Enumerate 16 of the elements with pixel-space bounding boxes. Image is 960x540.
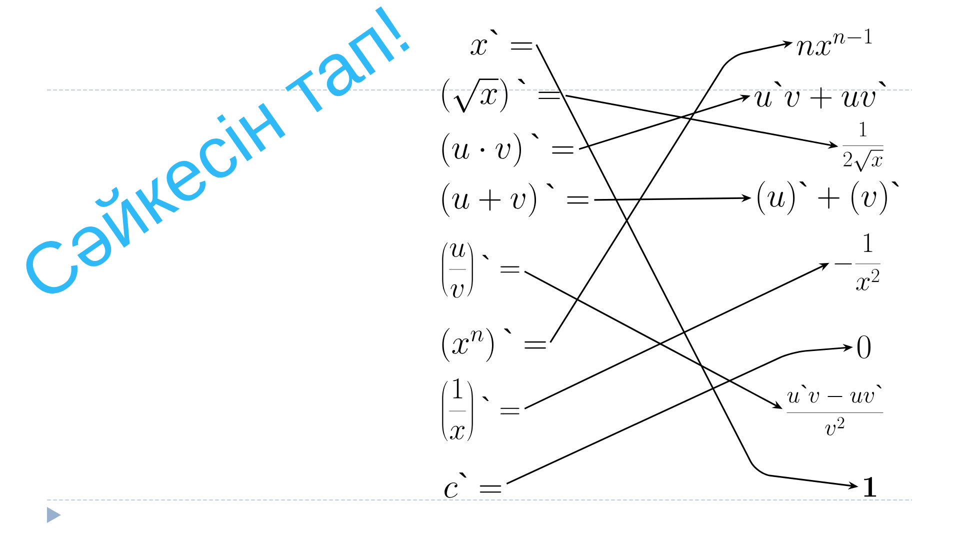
result-formula: $-\frac{1}{x^{2}}$ [834,233,880,290]
result-formula: $u`v+uv`$ [754,81,886,109]
formula: $\left(u+v\right)`=$ [442,183,588,217]
result-formula: $1$ [864,476,876,497]
formula: $\left(\sqrt{x}\right)`=$ [442,78,560,113]
formula: $c`=$ [444,472,502,498]
formula: $\left(u\cdot v\right)`=$ [442,133,574,167]
formula: $\left(\frac{u}{v}\right)`=$ [442,242,520,298]
formula: $x`=$ [470,29,532,55]
result-formula: $0$ [858,335,870,358]
result-formula: $nx^{n-1}$ [796,28,872,56]
formula: $\left(\frac{1}{x}\right)`=$ [442,378,520,442]
result-formula: $(u)`+(v)`$ [758,181,899,215]
result-formula: $\frac{1}{2\sqrt{x}}$ [842,122,884,172]
result-formula: $\frac{u`v-uv`}{v^{2}}$ [786,384,884,436]
formula: $\left(x^{n}\right)`=$ [442,328,546,362]
